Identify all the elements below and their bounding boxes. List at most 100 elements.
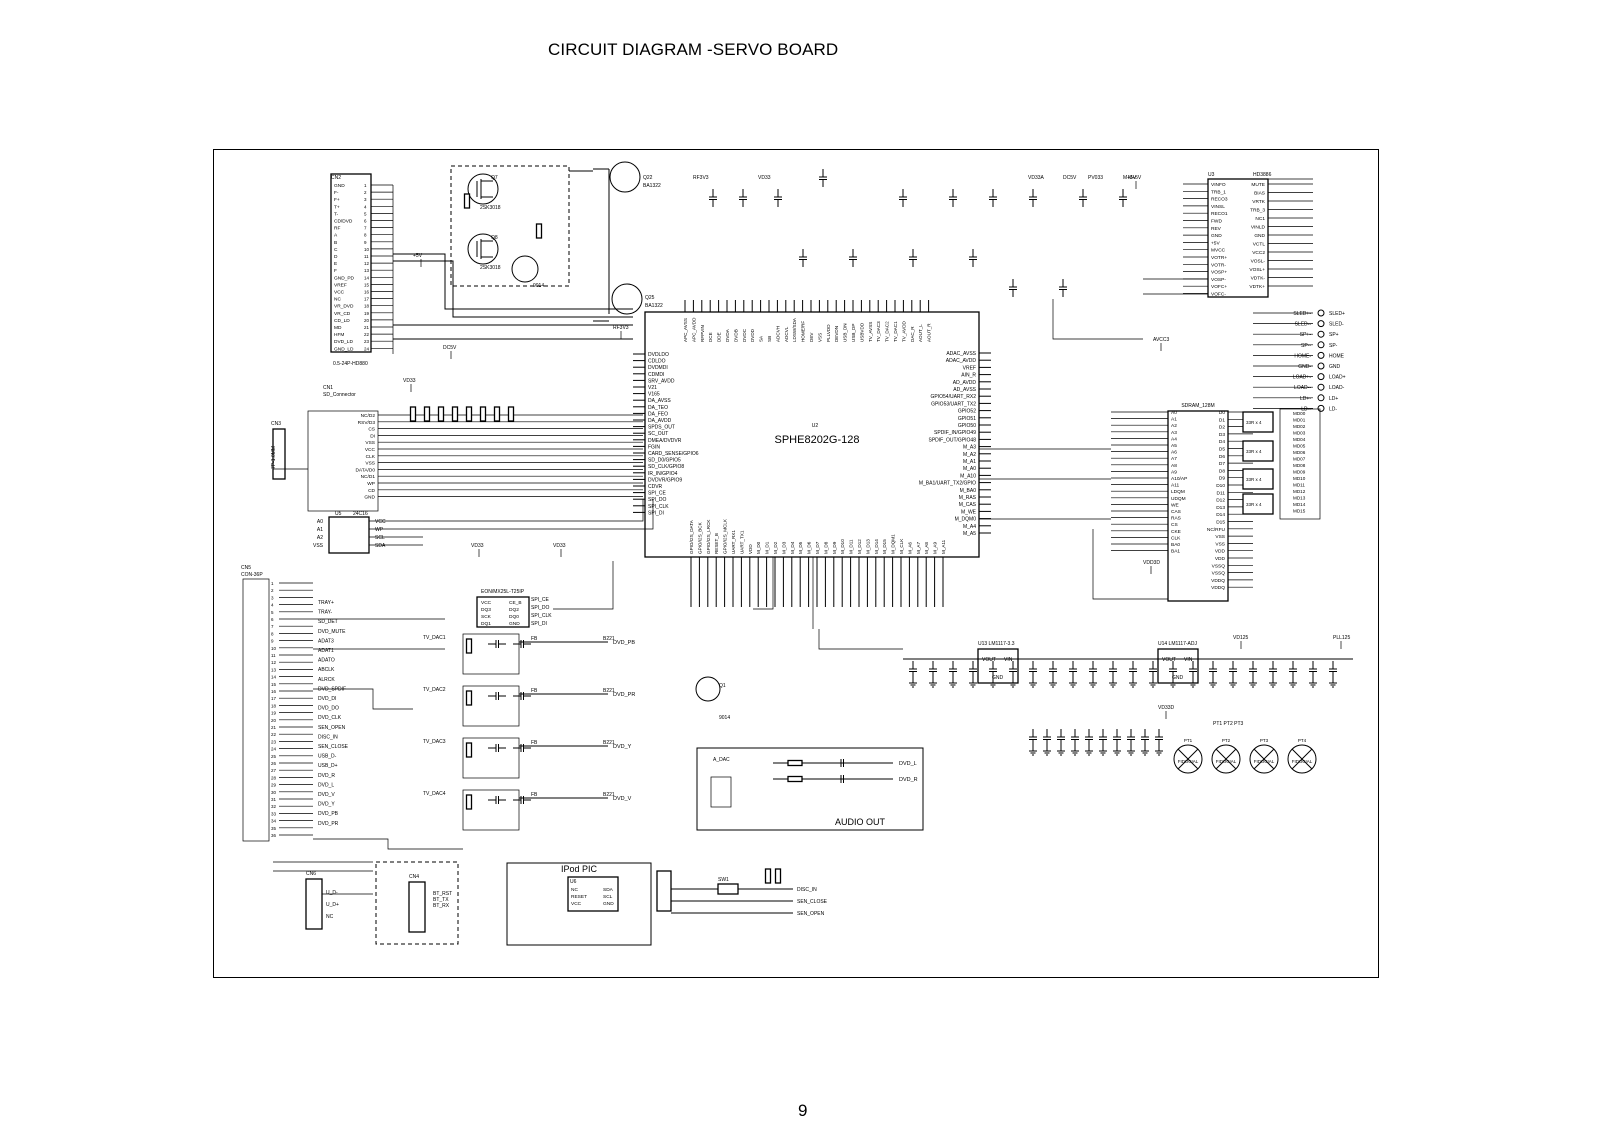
ic-pin-label-bottom: M_A6 xyxy=(907,542,912,554)
ic-pin-label-bottom: M_D3 xyxy=(781,541,786,554)
cn5-pin-number: 18 xyxy=(271,703,277,708)
driver-pin-right: MUTE xyxy=(1251,182,1265,188)
cn5-signal: TRAY- xyxy=(318,610,333,616)
cn2-pin-number: 19 xyxy=(364,311,370,316)
cn2-pin-number: 13 xyxy=(364,268,370,273)
cn5-pin-number: 30 xyxy=(271,790,277,795)
audio-signal: DVD_R xyxy=(899,777,918,783)
resistor-network-value: 33R x 4 xyxy=(1246,477,1262,482)
sdram-pin-right: VSS xyxy=(1215,534,1225,540)
ic-pin-label-left: V21 xyxy=(648,385,657,391)
ic-pin-label-left: SPDS_OUT xyxy=(648,425,675,431)
power-label: RF3V3 xyxy=(613,325,629,331)
ic-pin-label-top: USB_DN xyxy=(843,323,848,342)
ic-pin-label-right: M_BA1/UART_TX2/GPIO xyxy=(919,481,976,487)
sd-pullup-resistor xyxy=(493,406,501,422)
eeprom-part: 24C16 xyxy=(353,511,368,517)
sdram-pin-right: VSSQ xyxy=(1212,571,1226,577)
ic-pin-label-top: TV_DAC1 xyxy=(893,321,898,342)
pt-labels: PT1 PT2 PT3 xyxy=(1213,721,1244,727)
sdram-pin-left: A2 xyxy=(1171,423,1177,429)
driver-pin-right: TRB_3 xyxy=(1250,208,1265,214)
cn5-signal: DVD_PR xyxy=(318,821,339,827)
i2c-wire xyxy=(423,499,654,530)
sdram-pin-right: NC/RFU xyxy=(1207,527,1226,533)
eeprom-pin: WP xyxy=(375,527,384,533)
cn2-pin-number: 23 xyxy=(364,339,370,344)
motor-signal-right: LOAD+ xyxy=(1329,375,1346,381)
ic-pin-label-left: V165 xyxy=(648,392,660,398)
ic-pin-label-top: HOME/RF xyxy=(801,321,806,342)
ic-pin-label-bottom: RESET_B xyxy=(714,533,719,554)
cn5-signal: DVD_Y xyxy=(318,802,335,808)
power-label: RF3V3 xyxy=(693,175,709,181)
cn2-pin-number: 20 xyxy=(364,318,370,323)
ferrite-bead: FB xyxy=(531,636,538,642)
ic-pin-label-top: ADCVL xyxy=(784,326,789,342)
ic-pin-label-top: VSS xyxy=(817,333,822,342)
ic-pin-label-bottom: GPIO/I2S_BCK xyxy=(697,521,702,554)
flash-part: EON/MX25L-T25IP xyxy=(481,589,525,595)
ic-pin-label-top: PLLVDD xyxy=(826,324,831,342)
memory-data-label: MD15 xyxy=(1293,509,1306,514)
driver-pin-right: GND xyxy=(1254,233,1265,239)
cn6-pin: U_D- xyxy=(326,890,338,896)
memory-data-label: MD14 xyxy=(1293,502,1306,507)
cn5-pin-number: 9 xyxy=(271,639,274,644)
power-label: +5V xyxy=(413,253,423,259)
ic-pin-label-left: DMEA/DVDVR xyxy=(648,438,682,444)
sdram-pin-right: D8 xyxy=(1219,468,1225,474)
regulator-pin: VOUT xyxy=(982,657,996,663)
memory-data-label: MD06 xyxy=(1293,450,1306,455)
sd-pullup-resistor xyxy=(451,406,459,422)
sdram-pin-left: BA0 xyxy=(1171,542,1180,548)
cn1-pin-name: VSS xyxy=(365,440,375,446)
transistor-q22 xyxy=(609,161,641,193)
cn5-pin-number: 10 xyxy=(271,646,277,651)
connector-pin xyxy=(1317,309,1325,317)
fiducial-cross xyxy=(1215,748,1237,770)
ferrite-bead: FB xyxy=(531,792,538,798)
fiducial-mark xyxy=(1249,744,1279,774)
video-resistor xyxy=(465,742,473,758)
ic-pin-label-bottom: GPIO/I2S_MCLK xyxy=(723,518,728,554)
transistor-ref: Q25 xyxy=(645,295,655,301)
cn2-pin-name: GND_LD xyxy=(334,346,354,352)
motor-signal-right: SLED+ xyxy=(1329,311,1345,317)
cn5-pin-number: 8 xyxy=(271,631,274,636)
ferrite-value: B221 xyxy=(603,636,615,642)
memory-data-bus xyxy=(1279,408,1321,520)
driver-pin-right: VOSL- xyxy=(1251,259,1266,265)
cn2-pin-name: F xyxy=(334,268,337,274)
cn5-pin-number: 5 xyxy=(271,610,274,615)
cn4-ref: CN4 xyxy=(409,874,419,880)
sdram-pin-left: RAS xyxy=(1171,516,1181,522)
cn5-pin-number: 26 xyxy=(271,761,277,766)
power-label: AVCC3 xyxy=(1153,337,1170,343)
driver-pin-left: FWD xyxy=(1211,219,1222,225)
cn2-pin-name: MD xyxy=(334,325,342,331)
cn2-pin-name: T- xyxy=(334,211,339,217)
sdram-pin-right: D12 xyxy=(1216,498,1225,504)
transistor-part: 9014 xyxy=(533,283,544,289)
ic-pin-label-left: CDLDO xyxy=(648,359,666,365)
cn2-pin-number: 3 xyxy=(364,197,367,202)
cn2-pin-number: 16 xyxy=(364,290,370,295)
connector-pin xyxy=(1317,362,1325,370)
cn1-pin-name: WP xyxy=(367,481,375,487)
cn6-pin: NC xyxy=(326,914,334,920)
sd-pullup-resistor xyxy=(437,406,445,422)
ic-pin-label-right: GPIO50 xyxy=(958,423,976,429)
sdram-pin-right: D4 xyxy=(1219,439,1225,445)
sdram-pin-right: D11 xyxy=(1217,490,1226,496)
cn2-pin-name: B xyxy=(334,240,337,246)
ic-pin-label-left: SD_D0/GPIO5 xyxy=(648,458,681,464)
audio-resistor xyxy=(787,775,803,783)
sdram-pin-left: A11 xyxy=(1171,483,1180,489)
cn5-signal: DVD_PB xyxy=(318,811,339,817)
ic-pin-label-bottom: M_D9 xyxy=(832,541,837,554)
resistor-network-value: 33R x 4 xyxy=(1246,420,1262,425)
fiducial-cross xyxy=(1253,748,1275,770)
ic-pin-label-left: SPI_DO xyxy=(648,497,666,503)
cn1-pin-name: DI xyxy=(370,433,375,439)
